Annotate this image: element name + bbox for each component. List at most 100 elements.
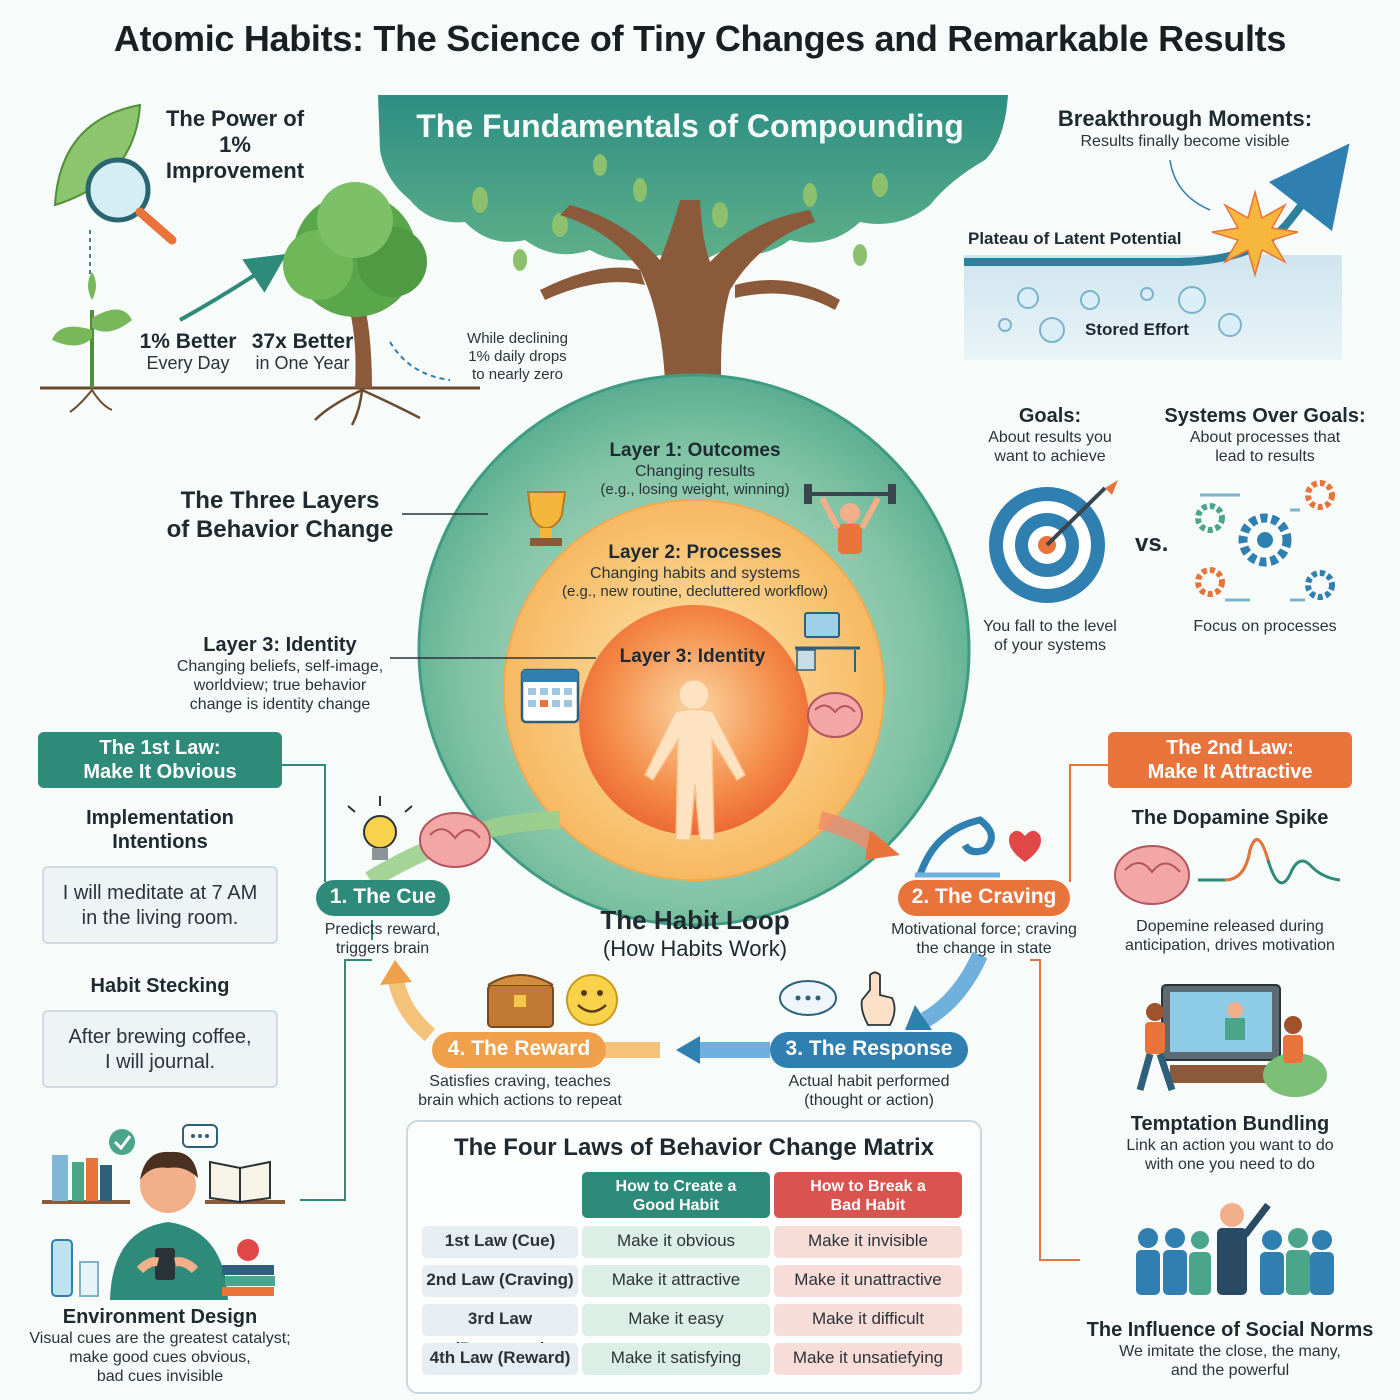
- identity-side-sub1: Changing beliefs, self-image,: [176, 658, 384, 675]
- magnifier-leaf-icon: [53, 103, 177, 245]
- goals-heading: Goals: About results you want to achieve: [960, 404, 1140, 466]
- response-sub1: Actual habit performed: [788, 1073, 950, 1090]
- cue-note: Predicts reward, triggers brain: [300, 920, 465, 958]
- matrix-cell-bad: Make it unsatiefying: [774, 1343, 962, 1375]
- env-sub3: bad cues invisible: [96, 1368, 224, 1385]
- social-title: The Influence of Social Norms: [1086, 1319, 1374, 1341]
- bundle-title: Temptation Bundling: [1130, 1113, 1330, 1135]
- stack-quote-line1: After brewing coffee,: [68, 1026, 252, 1048]
- plateau-chart: [964, 143, 1350, 360]
- impl-line2: Intentions: [112, 831, 208, 853]
- person-with-phone-icon: [110, 1151, 228, 1300]
- brain-icon: [1114, 845, 1190, 905]
- layer1-sub2: (e.g., losing weight, winning): [600, 481, 790, 498]
- impl-quote-line2: in the living room.: [81, 907, 239, 929]
- fall-line2: of your systems: [993, 637, 1107, 654]
- focus-note: Focus on processes: [1193, 618, 1337, 635]
- three-layers-line2: of Behavior Change: [166, 516, 394, 543]
- goals-sub1: About results you: [988, 429, 1112, 446]
- craving-sub2: the change in state: [916, 940, 1052, 957]
- tree-icon: [283, 182, 427, 426]
- weightlifter-icon: [804, 484, 896, 554]
- dopamine-sub1: Dopemine released during: [1136, 918, 1324, 935]
- matrix-bad-header-line2: Bad Habit: [830, 1197, 906, 1214]
- lightbulb-icon: [347, 796, 413, 860]
- matrix-bad-header-line1: How to Break a: [810, 1178, 926, 1195]
- better-daily: 1% Better Every Day: [128, 330, 248, 373]
- power-title: The Power of 1% Improvement: [150, 106, 320, 184]
- impl-heading: Implementation Intentions: [40, 806, 280, 854]
- books-icon: [42, 1155, 285, 1204]
- wave-icon: [915, 816, 1000, 878]
- matrix-row-law: 3rd Law (Responss): [422, 1304, 578, 1358]
- tree-trunk: [540, 200, 840, 440]
- impl-quote-line1: I will meditate at 7 AM: [62, 882, 258, 904]
- fall-note: You fall to the level of your systems: [960, 617, 1140, 655]
- desk-icon: [795, 612, 860, 672]
- identity-side-note: Layer 3: Identity Changing beliefs, self…: [160, 634, 400, 714]
- systems-sub2: lead to results: [1215, 448, 1315, 465]
- chest-icon: [487, 974, 554, 1028]
- impl-line1: Implementation: [86, 807, 234, 829]
- law1-pill: The 1st Law: Make It Obvious: [38, 732, 282, 788]
- decline-line1: While declining: [467, 330, 568, 347]
- matrix-row-law: 4th Law (Reward): [422, 1343, 578, 1375]
- fall-line1: You fall to the level: [983, 618, 1117, 635]
- layer2-processes: Layer 2: Processes Changing habits and s…: [520, 542, 870, 601]
- power-title-line1: The Power of: [165, 106, 305, 131]
- env-sub2: make good cues obvious,: [69, 1349, 251, 1366]
- reward-note: Satisfies craving, teaches brain which a…: [395, 1072, 645, 1110]
- cue-sub2: triggers brain: [335, 940, 430, 957]
- law2-pill-line2: Make It Attractive: [1147, 761, 1313, 783]
- craving-pill: 2. The Craving: [898, 880, 1070, 916]
- response-note: Actual habit performed (thought or actio…: [760, 1072, 978, 1110]
- brain-icon: [807, 692, 863, 738]
- tree-canopy: [378, 95, 1008, 271]
- apple-books-icon: [222, 1239, 275, 1296]
- goals-sub2: want to achieve: [994, 448, 1106, 465]
- layer2-title: Layer 2: Processes: [608, 542, 782, 563]
- matrix-cell-good: Make it attractive: [582, 1265, 770, 1297]
- better-year: 37x Better in One Year: [240, 330, 365, 373]
- habit-loop-subtitle: (How Habits Work): [602, 936, 788, 961]
- layer1-title: Layer 1: Outcomes: [609, 440, 781, 461]
- stack-quote-box: After brewing coffee, I will journal.: [42, 1010, 278, 1088]
- law1-pill-line2: Make It Obvious: [83, 761, 237, 783]
- env-title: Environment Design: [62, 1306, 258, 1328]
- law1-pill-line1: The 1st Law:: [99, 737, 221, 759]
- page-title: Atomic Habits: The Science of Tiny Chang…: [113, 18, 1287, 59]
- bundle-sub1: Link an action you want to do: [1126, 1137, 1334, 1154]
- env-sub1: Visual cues are the greatest catalyst;: [29, 1330, 291, 1347]
- layer1-sub1: Changing results: [634, 463, 756, 480]
- matrix-cell-bad: Make it invisible: [774, 1226, 962, 1258]
- vs-label: vs.: [1135, 530, 1169, 557]
- bottle-icon: [51, 1239, 99, 1297]
- layer1-outcomes: Layer 1: Outcomes Changing results (e.g.…: [530, 440, 860, 499]
- social-sub2: and the powerful: [1170, 1362, 1290, 1379]
- checkmark-icon: [109, 1129, 135, 1155]
- speech-bubble-icon: [182, 1124, 218, 1148]
- breakthrough-subtitle: Results finally become visible: [1080, 133, 1290, 150]
- craving-sub1: Motivational force; craving: [891, 921, 1077, 938]
- matrix-cell-bad: Make it difficult: [774, 1304, 962, 1336]
- reward-sub1: Satisfies craving, teaches: [429, 1073, 611, 1090]
- tree-banner: The Fundamentals of Compounding: [416, 108, 964, 144]
- better-daily-value: 1% Better: [139, 330, 237, 353]
- decline-note: While declining 1% daily drops to nearly…: [450, 330, 585, 384]
- power-title-line2: 1% Improvement: [165, 132, 305, 183]
- systems-title: Systems Over Goals:: [1164, 405, 1366, 427]
- law2-pill: The 2nd Law: Make It Attractive: [1108, 732, 1352, 788]
- bundle-sub2: with one you need to do: [1145, 1156, 1315, 1173]
- better-daily-label: Every Day: [146, 353, 230, 373]
- matrix-good-header-line1: How to Create a: [615, 1178, 737, 1195]
- identity-side-sub3: change is identity change: [189, 696, 371, 713]
- layer3-identity: Layer 3: Identity: [619, 646, 766, 667]
- bundling: Temptation Bundling Link an action you w…: [1100, 1112, 1360, 1174]
- trophy-icon: [526, 491, 567, 546]
- systems-sub1: About processes that: [1189, 429, 1341, 446]
- matrix-cell-good: Make it satisfying: [582, 1343, 770, 1375]
- heart-icon: [1009, 830, 1041, 862]
- habit-loop-title: The Habit Loop: [600, 905, 790, 935]
- better-year-label: in One Year: [255, 353, 350, 373]
